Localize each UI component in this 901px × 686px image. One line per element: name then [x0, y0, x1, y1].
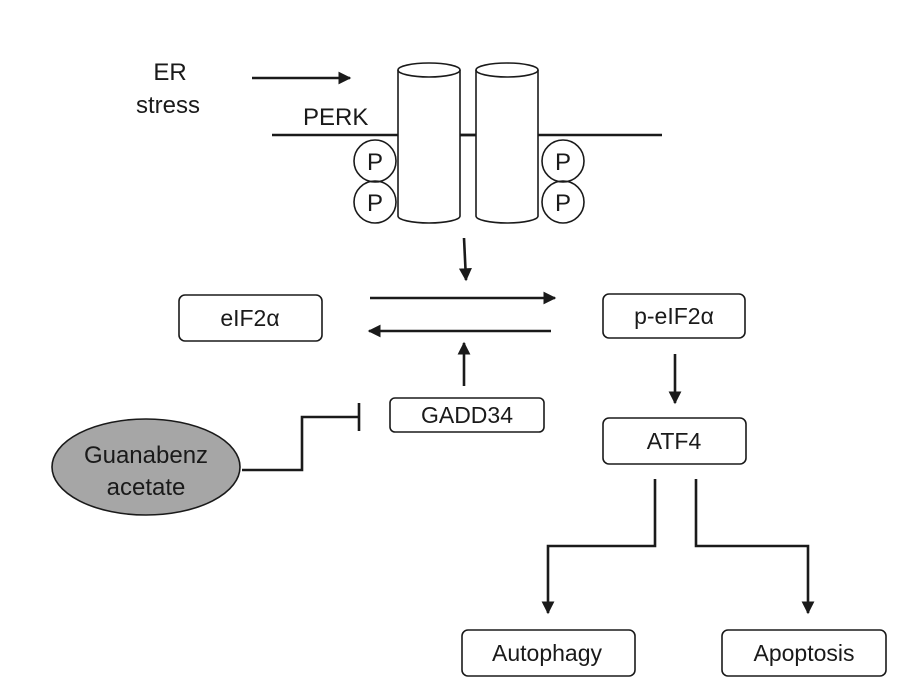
apoptosis-arrow	[694, 479, 815, 615]
phosphate-right-top: P	[541, 139, 585, 183]
apoptosis-node: Apoptosis	[721, 629, 887, 677]
autophagy-arrow	[541, 479, 657, 615]
phosphate-left-top: P	[353, 139, 397, 183]
gadd34-label: GADD34	[421, 402, 513, 428]
phosphate-left-bottom: P	[353, 180, 397, 224]
er-stress-label-line1: ER	[153, 59, 186, 86]
autophagy-label: Autophagy	[492, 640, 602, 666]
svg-text:P: P	[367, 149, 383, 176]
svg-text:P: P	[367, 190, 383, 217]
guanabenz-acetate-node: Guanabenz acetate	[51, 418, 241, 516]
eif2a-label: eIF2α	[220, 305, 279, 331]
inhibition-line	[242, 415, 358, 472]
p-eif2a-node: p-eIF2α	[602, 293, 746, 339]
perk-activation-arrow	[458, 237, 472, 282]
autophagy-node: Autophagy	[461, 629, 636, 677]
svg-text:P: P	[555, 149, 571, 176]
guanabenz-label-line1: Guanabenz	[84, 442, 208, 469]
atf4-node: ATF4	[602, 417, 747, 465]
atf4-label: ATF4	[647, 428, 702, 454]
perk-monomer-left	[397, 62, 461, 224]
perk-monomer-right	[475, 62, 539, 224]
svg-text:P: P	[555, 190, 571, 217]
apoptosis-label: Apoptosis	[753, 640, 854, 666]
p-eif2a-label: p-eIF2α	[634, 303, 714, 329]
er-stress-label-line2: stress	[136, 92, 200, 119]
perk-label: PERK	[303, 104, 368, 131]
phosphate-right-bottom: P	[541, 180, 585, 224]
eif2a-node: eIF2α	[178, 294, 323, 342]
guanabenz-label-line2: acetate	[107, 474, 186, 501]
gadd34-node: GADD34	[389, 397, 545, 433]
